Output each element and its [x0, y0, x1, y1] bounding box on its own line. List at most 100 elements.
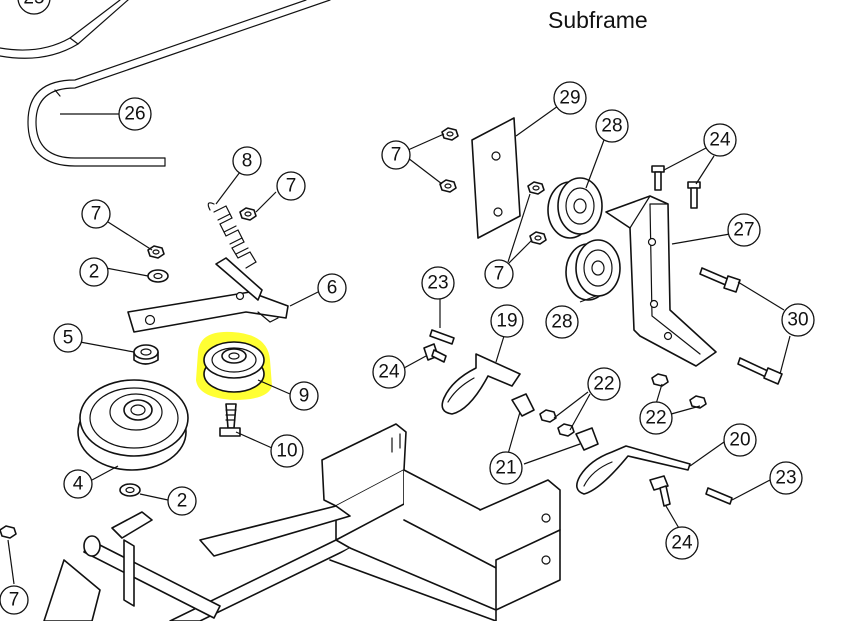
washer-2-top	[147, 269, 169, 283]
callout-2-top: 2	[79, 257, 109, 287]
callout-19: 19	[490, 304, 524, 338]
callout-7-bottom-left: 7	[0, 585, 29, 615]
callout-28-top: 28	[595, 109, 629, 143]
pulley-4	[77, 379, 189, 471]
svg-text:6: 6	[327, 278, 338, 299]
bolt-24-mid	[423, 343, 447, 363]
callout-23-upper: 23	[421, 266, 455, 300]
callout-20: 20	[723, 423, 757, 457]
svg-text:7: 7	[391, 145, 402, 166]
callout-22-top: 22	[587, 367, 621, 401]
nut-7-mid-b	[529, 231, 547, 245]
svg-text:5: 5	[63, 328, 74, 349]
spring-8	[207, 202, 257, 269]
bolt-10	[219, 403, 241, 437]
svg-text:23: 23	[427, 273, 448, 294]
svg-text:29: 29	[559, 88, 580, 109]
clip-21-a	[511, 393, 535, 417]
svg-text:24: 24	[671, 533, 693, 554]
nut-22-c	[651, 373, 669, 387]
callout-7-left: 7	[81, 199, 111, 229]
callout-24-top: 24	[703, 123, 737, 157]
callout-7-spring: 7	[276, 171, 306, 201]
nut-7-top-b	[439, 179, 457, 193]
diagram-title: Subframe	[548, 7, 648, 33]
subframe-body	[169, 423, 561, 621]
svg-text:24: 24	[709, 130, 731, 151]
pulley-28-top	[547, 177, 603, 239]
svg-text:10: 10	[276, 441, 297, 462]
nut-7-bottom-left	[0, 525, 17, 539]
bolt-24-a	[651, 165, 665, 191]
clip-21-b	[575, 427, 599, 451]
svg-text:28: 28	[601, 116, 622, 137]
handle-19	[441, 353, 521, 415]
nut-7-spring	[239, 207, 257, 221]
bolt-30-a	[699, 267, 741, 293]
callout-7-mid: 7	[484, 259, 514, 289]
callout-7-top: 7	[381, 140, 411, 170]
pulley-28-bottom	[565, 239, 621, 301]
bolt-24-b	[687, 181, 701, 209]
nut-7-left	[147, 245, 165, 259]
handle-20	[576, 445, 691, 495]
callout-2-bottom: 2	[167, 486, 197, 516]
callout-28-bottom: 28	[545, 305, 579, 339]
callout-21: 21	[489, 451, 523, 485]
callout-24-mid: 24	[372, 355, 406, 389]
svg-text:28: 28	[551, 312, 572, 333]
axle-rod	[43, 511, 221, 621]
callout-30: 30	[781, 303, 815, 337]
svg-text:9: 9	[299, 386, 310, 407]
svg-text:4: 4	[73, 474, 84, 495]
spacer-5	[133, 344, 159, 365]
svg-text:26: 26	[124, 104, 145, 125]
pin-23-upper	[429, 329, 455, 345]
callout-24-bottom: 24	[665, 526, 699, 560]
svg-text:8: 8	[242, 151, 253, 172]
washer-2-bottom	[119, 483, 141, 497]
svg-text:24: 24	[378, 362, 400, 383]
svg-text:7: 7	[91, 204, 102, 225]
bracket-27	[605, 195, 717, 367]
svg-text:19: 19	[496, 311, 517, 332]
callout-23-lower: 23	[769, 461, 803, 495]
svg-text:22: 22	[645, 408, 666, 429]
callout-10: 10	[270, 434, 304, 468]
svg-text:7: 7	[494, 264, 505, 285]
callout-27: 27	[727, 213, 761, 247]
svg-text:22: 22	[593, 374, 614, 395]
callout-29: 29	[553, 81, 587, 115]
nut-7-top-a	[441, 127, 459, 141]
svg-text:20: 20	[729, 430, 750, 451]
idler-arm-6	[127, 257, 289, 333]
nut-22-b	[557, 423, 575, 437]
belt-25	[0, 0, 129, 59]
idler-pulley-9	[203, 341, 265, 393]
svg-text:27: 27	[733, 220, 754, 241]
callout-6: 6	[317, 273, 347, 303]
nut-22-d	[689, 395, 707, 409]
svg-text:2: 2	[89, 262, 100, 283]
svg-text:30: 30	[787, 310, 808, 331]
svg-text:21: 21	[495, 458, 516, 479]
callout-22-right: 22	[639, 401, 673, 435]
svg-text:2: 2	[177, 491, 188, 512]
callout-5: 5	[53, 323, 83, 353]
pin-23-lower	[705, 487, 733, 505]
nut-22-a	[539, 409, 557, 423]
callout-9: 9	[289, 381, 319, 411]
bolt-30-b	[737, 357, 783, 385]
svg-text:25: 25	[23, 0, 44, 9]
callout-25: 25	[17, 0, 51, 15]
callout-26: 26	[118, 97, 152, 131]
plate-29	[471, 117, 521, 239]
svg-text:7: 7	[9, 590, 20, 611]
svg-text:7: 7	[286, 176, 297, 197]
svg-text:23: 23	[775, 468, 796, 489]
leader-lines	[7, 105, 791, 585]
callout-8: 8	[232, 146, 262, 176]
nut-7-mid-a	[527, 181, 545, 195]
belt-26	[27, 0, 331, 167]
